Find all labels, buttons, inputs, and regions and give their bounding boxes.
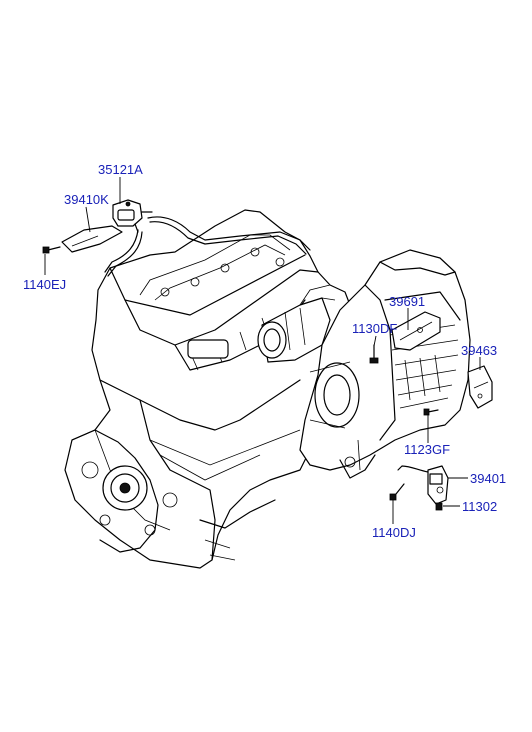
bolt-11302 (435, 502, 443, 511)
part-label-39691[interactable]: 39691 (389, 294, 426, 309)
bolt-1130df (369, 344, 379, 364)
bracket-39691 (391, 311, 441, 351)
vacuum-valve-assembly (61, 199, 311, 277)
part-label-1140dj[interactable]: 1140DJ (372, 525, 416, 540)
turbocharger (257, 284, 336, 363)
leader-lines (44, 177, 481, 524)
bolt-1140ej (42, 246, 61, 254)
bracket-39463 (467, 365, 493, 409)
bolt-1123gf (423, 408, 439, 416)
part-label-39401[interactable]: 39401 (470, 471, 507, 486)
part-label-39410k[interactable]: 39410K (64, 192, 109, 207)
part-label-35121a[interactable]: 35121A (98, 162, 143, 177)
part-label-1123gf[interactable]: 1123GF (404, 442, 451, 457)
part-label-39463[interactable]: 39463 (461, 343, 498, 358)
bolt-1140dj (389, 483, 405, 501)
sensor-39401 (397, 465, 449, 505)
part-label-1130df[interactable]: 1130DF (352, 321, 398, 336)
part-label-11302[interactable]: 11302 (462, 499, 498, 514)
part-label-1140ej[interactable]: 1140EJ (23, 277, 67, 292)
